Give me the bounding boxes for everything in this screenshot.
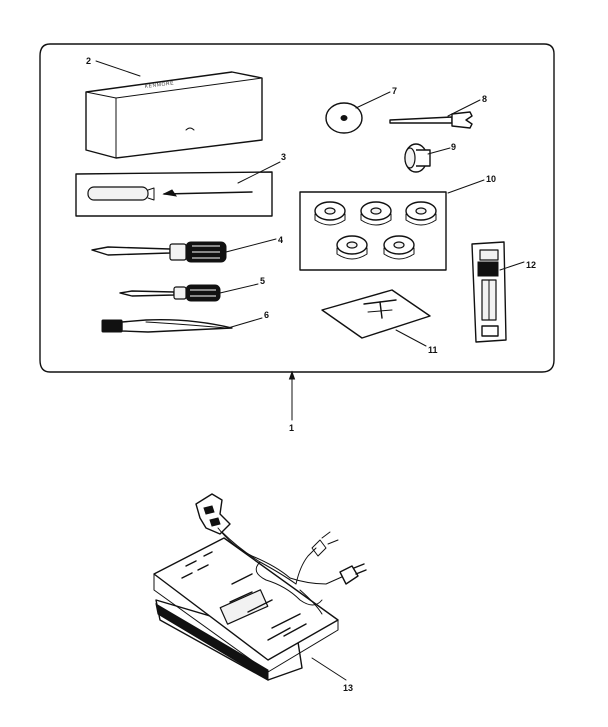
callout-8: 8 — [482, 94, 487, 104]
small-screwdriver — [119, 284, 221, 302]
callout-10: 10 — [486, 174, 496, 184]
callout-3: 3 — [281, 152, 286, 162]
foot-controller — [153, 493, 367, 681]
callout-13: 13 — [343, 683, 353, 693]
spool-cap — [325, 102, 363, 134]
callout-12: 12 — [526, 260, 536, 270]
callout-11: 11 — [428, 345, 438, 355]
large-screwdriver — [91, 241, 227, 263]
callout-1-leader — [288, 370, 296, 421]
bobbin — [383, 235, 415, 260]
callout-6: 6 — [264, 310, 269, 320]
spool-holder — [404, 143, 431, 173]
callout-5: 5 — [260, 276, 265, 286]
callout-2: 2 — [86, 56, 91, 66]
accessory-kit-outline — [39, 43, 555, 373]
spool-pin — [389, 111, 473, 129]
callout-1: 1 — [289, 423, 294, 433]
presser-foot — [471, 241, 507, 343]
bobbin-card — [299, 191, 447, 271]
stitch-plate — [321, 289, 431, 339]
callout-4: 4 — [278, 235, 283, 245]
bobbin — [336, 235, 368, 260]
bobbin — [314, 201, 346, 226]
seam-ripper — [75, 171, 273, 217]
callout-7: 7 — [392, 86, 397, 96]
box-brand-text: KENMORE — [145, 80, 175, 90]
lint-brush — [101, 318, 233, 333]
accessory-box: KENMORE — [85, 71, 263, 159]
bobbin — [360, 201, 392, 226]
callout-9: 9 — [451, 142, 456, 152]
bobbin — [405, 201, 437, 226]
